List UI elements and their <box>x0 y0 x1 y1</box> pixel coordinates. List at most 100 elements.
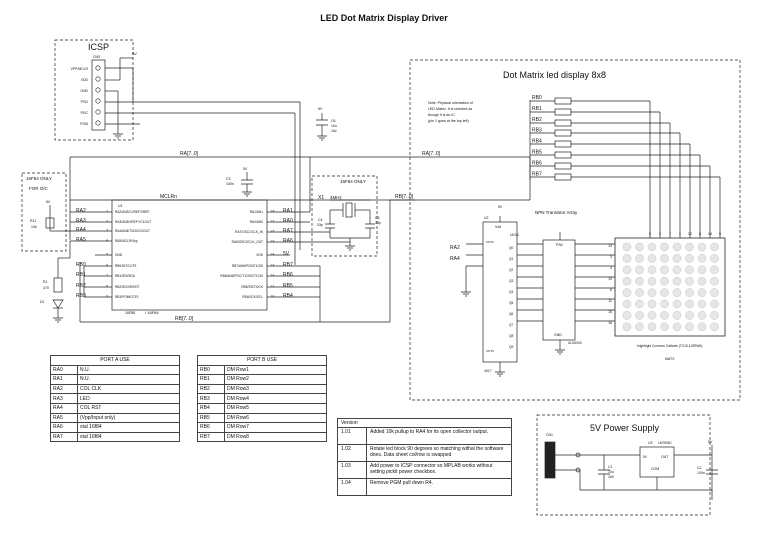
mcu-left-pin-number: 1 <box>106 209 108 213</box>
matrix-row-pin: 13 <box>608 244 612 248</box>
matrix-led-dot <box>672 288 682 297</box>
table-key-cell: RB1 <box>197 374 225 385</box>
table-value-cell: xtal 16f84 <box>77 431 180 443</box>
table-key-cell: RB4 <box>197 402 225 414</box>
mcu-right-net: 5V <box>283 251 290 257</box>
matrix-led-dot <box>647 299 657 309</box>
table-value-cell: N.U. <box>77 374 180 385</box>
mcu-left-net: RA4 <box>76 227 86 233</box>
led-d-ref: D1 <box>40 300 45 304</box>
mcu-ref: U1 <box>118 204 123 208</box>
led-resistor <box>53 277 63 293</box>
mcu-alt: / 16F84 <box>145 310 159 315</box>
icsp-pin-circle <box>95 98 101 104</box>
c5-ref: C5 <box>375 216 380 220</box>
mcu-right-pin-number: 10 <box>271 294 275 298</box>
mcu-right-pin-name: RA6/OSC2/CLK_OUT <box>232 240 263 244</box>
psu-c1: C1 <box>608 465 613 469</box>
led-diode <box>52 299 64 309</box>
rb-bus-label-bottom: RB[7..0] <box>175 316 194 322</box>
icsp-pin-circle <box>95 120 101 126</box>
mcu-left-pin-number: 5 <box>106 252 108 256</box>
crystal-ref: X1 <box>318 195 324 201</box>
matrix-led-dot <box>622 242 632 252</box>
counter-output-label: Q5 <box>509 301 513 305</box>
matrix-led-dot <box>635 311 644 320</box>
matrix-col-pin: 12 <box>688 232 692 236</box>
table-key-cell: RA1 <box>50 374 78 385</box>
mcu-left-pin-name: RA4/AN4/T0CKI/C2OUT <box>115 229 150 233</box>
mcu-right-pin-number: 13 <box>271 263 275 267</box>
c6-ref: C6 <box>331 119 336 123</box>
matrix-led-dot <box>647 265 657 275</box>
mcu-right-net: RA1 <box>283 208 293 214</box>
mcu-left-pin-name: RB1/SDI/SDA <box>115 274 136 278</box>
matrix-led-dot <box>622 322 632 332</box>
ra-bus-label: RA[7..0] <box>180 151 199 157</box>
page-title: LED Dot Matrix Display Driver <box>320 13 448 23</box>
icsp-heading: ICSP <box>88 42 109 52</box>
table-key-cell: 1.03 <box>337 461 367 479</box>
mcu-left-pin-name: GND <box>115 253 123 257</box>
regulator <box>639 446 675 478</box>
mcu-left-pin-name: RA2/AN2/CVREF/VREF- <box>115 210 150 214</box>
version-header: Version <box>337 418 512 428</box>
matrix-led-dot <box>635 254 644 263</box>
mcu-right-net: RA6 <box>283 238 293 244</box>
matrix-led-dot <box>622 265 632 275</box>
crystal-value: 4MHz <box>330 195 343 200</box>
matrix-led-dot <box>697 311 707 320</box>
pullup-rail: 5V <box>46 200 51 204</box>
matrix-led-dot <box>647 242 657 252</box>
mcu-left-pin-name: RA3/AN3/VREF+/C1OUT <box>115 220 151 224</box>
osc-box-label: 16F84 ONLY <box>340 179 366 184</box>
mcu-left-net: RB0 <box>76 262 86 268</box>
c3-rail: 5V <box>243 167 248 171</box>
psu-reg-part: LM7805C <box>658 441 673 445</box>
display-box <box>409 59 741 401</box>
matrix-led-dot <box>672 276 682 286</box>
table-key-cell: RA5 <box>50 412 78 424</box>
c3-value: 100n <box>226 182 234 186</box>
psu-out: OUT <box>661 455 669 459</box>
mcu-right-pin-number: 14 <box>271 252 275 256</box>
matrix-led-dot <box>672 299 682 309</box>
matrix-led-dot <box>710 311 719 320</box>
matrix-led-dot <box>710 265 719 275</box>
counter-output-label: Q1 <box>509 257 513 261</box>
matrix-led-dot <box>672 254 682 263</box>
matrix-led-dot <box>647 322 657 332</box>
npn-ref: ULN1 <box>510 233 519 237</box>
mcu-right-pin-name: RA0/AN0 <box>250 220 264 224</box>
table-value-cell: DM Row7 <box>224 422 327 433</box>
matrix-ref: MATX <box>665 357 675 361</box>
table-value-cell: DM Row6 <box>224 412 327 424</box>
table-value-cell: DM Row1 <box>224 364 327 376</box>
c4-ref: C4 <box>318 218 323 222</box>
npn-in-ra2: RA2 <box>450 245 460 251</box>
mcu-right-pin-name: RB6/AN5/PGC/T1OSO/T1CKI <box>220 274 263 278</box>
mcu-left-pin-number: 6 <box>106 263 108 267</box>
table-value-cell: DM Row5 <box>224 402 327 414</box>
display-note-line: LED Matrix. It is oriented as <box>428 107 472 111</box>
psu-reg-ref: U3 <box>648 441 653 445</box>
psu-c1volt: 16V <box>608 475 615 479</box>
display-note-line: Note: Physical orientation of <box>428 101 473 105</box>
matrix-led-dot <box>647 311 657 320</box>
table-value-cell: DM Row8 <box>224 431 327 443</box>
psu-c1v: 10u <box>608 470 614 474</box>
table-key-cell: RB6 <box>197 422 225 433</box>
icsp-pin-label: VPP/MCLR <box>71 67 89 71</box>
psu-box <box>536 414 711 516</box>
table-key-cell: 1.01 <box>337 427 367 445</box>
npn-vcc: 5V <box>498 205 503 209</box>
